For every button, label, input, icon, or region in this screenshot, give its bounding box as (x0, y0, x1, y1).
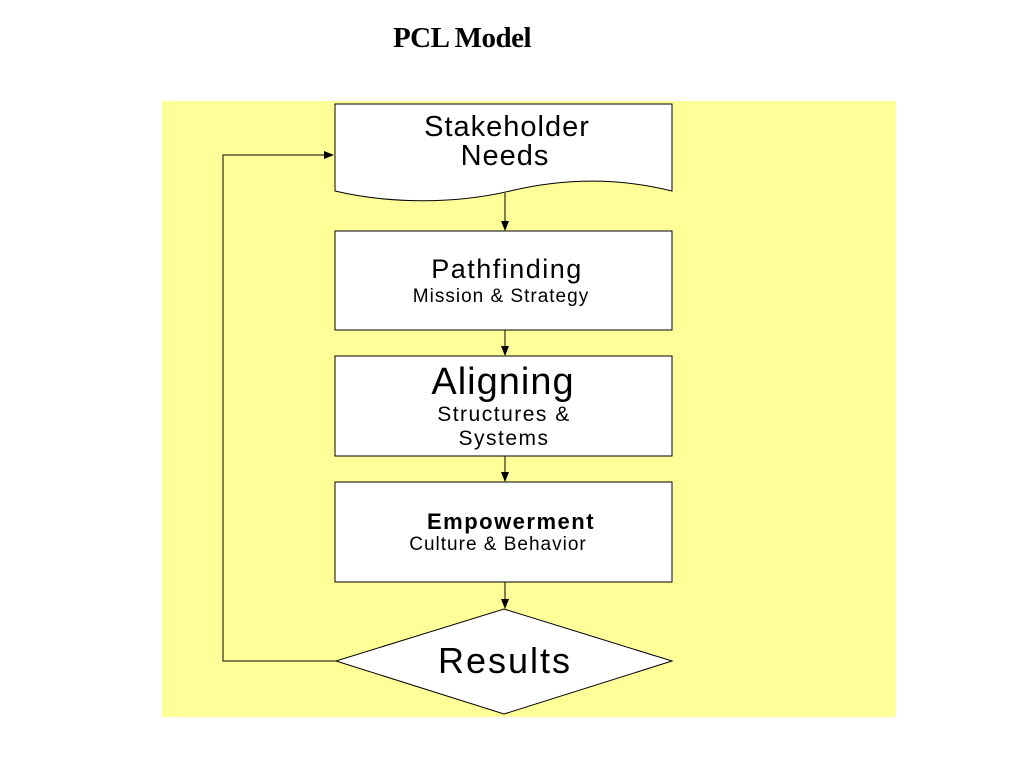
node-pathfinding: Pathfinding Mission & Strategy (334, 230, 673, 331)
decision-diamond (334, 608, 674, 715)
node-title: Aligning (431, 361, 574, 403)
slide-title: PCL Model (392, 22, 532, 54)
node-subtitle: Mission & Strategy (413, 286, 589, 307)
node-subtitle: Culture & Behavior (409, 534, 586, 555)
feedback-loop-arrow (222, 151, 336, 662)
node-title: Pathfinding (431, 254, 583, 284)
node-results: Results (334, 608, 674, 715)
document-shape (334, 103, 673, 202)
process-box (334, 481, 673, 583)
process-box (334, 355, 673, 457)
node-empowerment: Empowerment Culture & Behavior (334, 481, 673, 583)
process-box (334, 230, 673, 331)
node-subtitle: Structures & (437, 403, 571, 426)
node-title: Stakeholder (424, 111, 590, 143)
node-title: Empowerment (427, 509, 595, 534)
node-title-line2: Needs (461, 140, 550, 172)
connectors (222, 151, 509, 662)
node-aligning: Aligning Structures & Systems (334, 355, 673, 457)
node-subtitle-line2: Systems (458, 427, 549, 450)
node-stakeholder-needs: Stakeholder Needs (334, 103, 673, 202)
node-title: Results (438, 640, 572, 681)
